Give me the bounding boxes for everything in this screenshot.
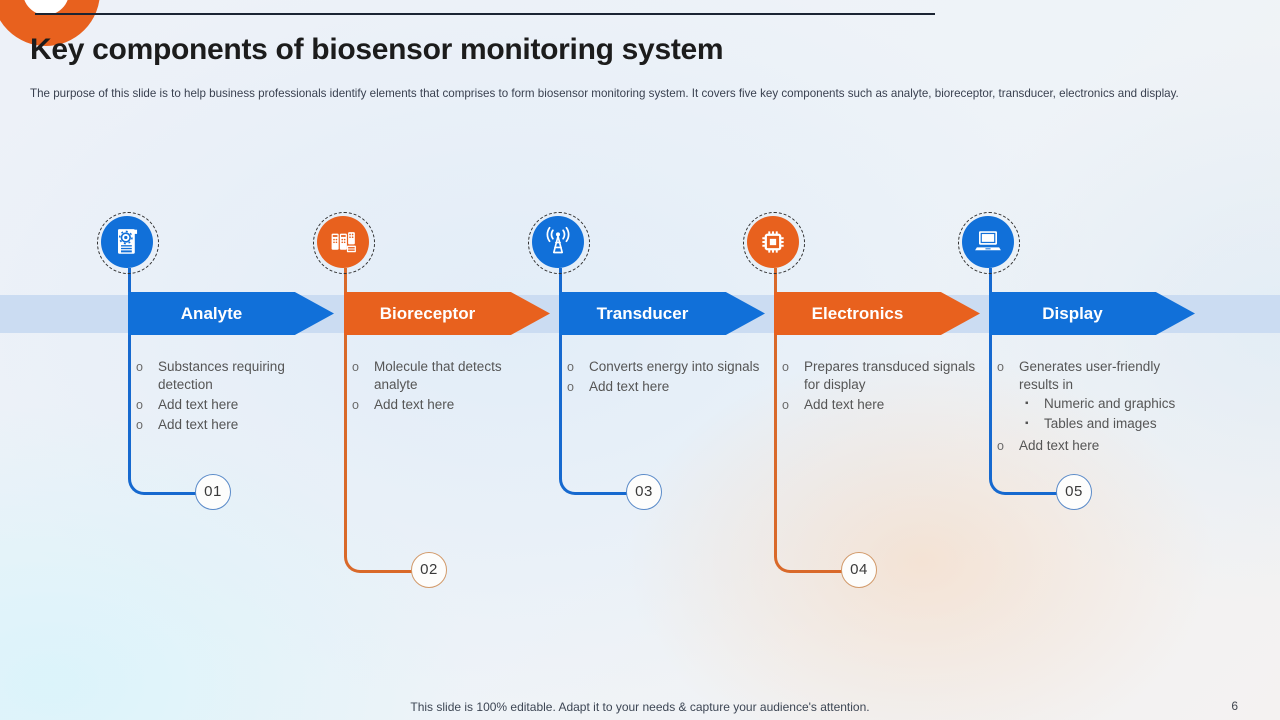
component-analyte: Analyte Substances requiring detection A… <box>97 0 344 720</box>
banner-label: Electronics <box>811 304 904 323</box>
bullet-list: Substances requiring detection Add text … <box>136 358 332 436</box>
list-item: Molecule that detects analyte <box>352 358 548 394</box>
bullet-list: Prepares transduced signals for display … <box>782 358 978 416</box>
banner-analyte: Analyte <box>128 292 334 335</box>
step-number-badge: 04 <box>841 552 877 588</box>
list-item: Substances requiring detection <box>136 358 332 394</box>
laptop-icon <box>962 216 1014 268</box>
connector-line <box>559 268 629 495</box>
component-display: Display Generates user-friendly results … <box>958 0 1205 720</box>
connector-line <box>128 268 198 495</box>
icon-ring <box>528 212 590 274</box>
list-item: Prepares transduced signals for display <box>782 358 978 394</box>
page-subtitle: The purpose of this slide is to help bus… <box>30 87 1179 100</box>
header-divider-line <box>35 13 935 15</box>
step-number-badge: 05 <box>1056 474 1092 510</box>
bullet-list: Converts energy into signals Add text he… <box>567 358 763 398</box>
chip-icon <box>747 216 799 268</box>
connector-line <box>344 268 414 573</box>
footer-note: This slide is 100% editable. Adapt it to… <box>410 700 870 714</box>
banner-label: Analyte <box>180 304 243 323</box>
page-title: Key components of biosensor monitoring s… <box>30 33 724 66</box>
list-item: Add text here <box>136 416 332 434</box>
component-electronics: Electronics Prepares transduced signals … <box>743 0 990 720</box>
list-item: Add text here <box>782 396 978 414</box>
bullet-list: Molecule that detects analyte Add text h… <box>352 358 548 416</box>
document-gear-icon <box>101 216 153 268</box>
connector-line <box>989 268 1059 495</box>
page-number: 6 <box>1231 699 1238 713</box>
banner-bioreceptor: Bioreceptor <box>344 292 550 335</box>
list-item: Converts energy into signals <box>567 358 763 376</box>
step-number-badge: 01 <box>195 474 231 510</box>
icon-ring <box>958 212 1020 274</box>
bullet-list: Generates user-friendly results in Numer… <box>997 358 1193 457</box>
sub-list-item: Numeric and graphics <box>1025 395 1193 413</box>
banner-display: Display <box>989 292 1195 335</box>
list-item: Add text here <box>997 437 1193 455</box>
banner-transducer: Transducer <box>559 292 765 335</box>
connector-line <box>774 268 844 573</box>
step-number-badge: 02 <box>411 552 447 588</box>
icon-ring <box>97 212 159 274</box>
sub-list-item: Tables and images <box>1025 415 1193 433</box>
sub-bullet-list: Numeric and graphics Tables and images <box>1025 395 1193 433</box>
devices-icon <box>317 216 369 268</box>
banner-label: Display <box>1042 304 1103 323</box>
banner-electronics: Electronics <box>774 292 980 335</box>
list-item: Generates user-friendly results in Numer… <box>997 358 1193 435</box>
component-transducer: Transducer Converts energy into signals … <box>528 0 775 720</box>
list-item: Add text here <box>567 378 763 396</box>
list-item: Add text here <box>352 396 548 414</box>
step-number-badge: 03 <box>626 474 662 510</box>
banner-label: Bioreceptor <box>379 304 476 323</box>
banner-label: Transducer <box>596 304 689 323</box>
icon-ring <box>743 212 805 274</box>
antenna-signal-icon <box>532 216 584 268</box>
list-item: Add text here <box>136 396 332 414</box>
component-bioreceptor: Bioreceptor Molecule that detects analyt… <box>313 0 560 720</box>
icon-ring <box>313 212 375 274</box>
